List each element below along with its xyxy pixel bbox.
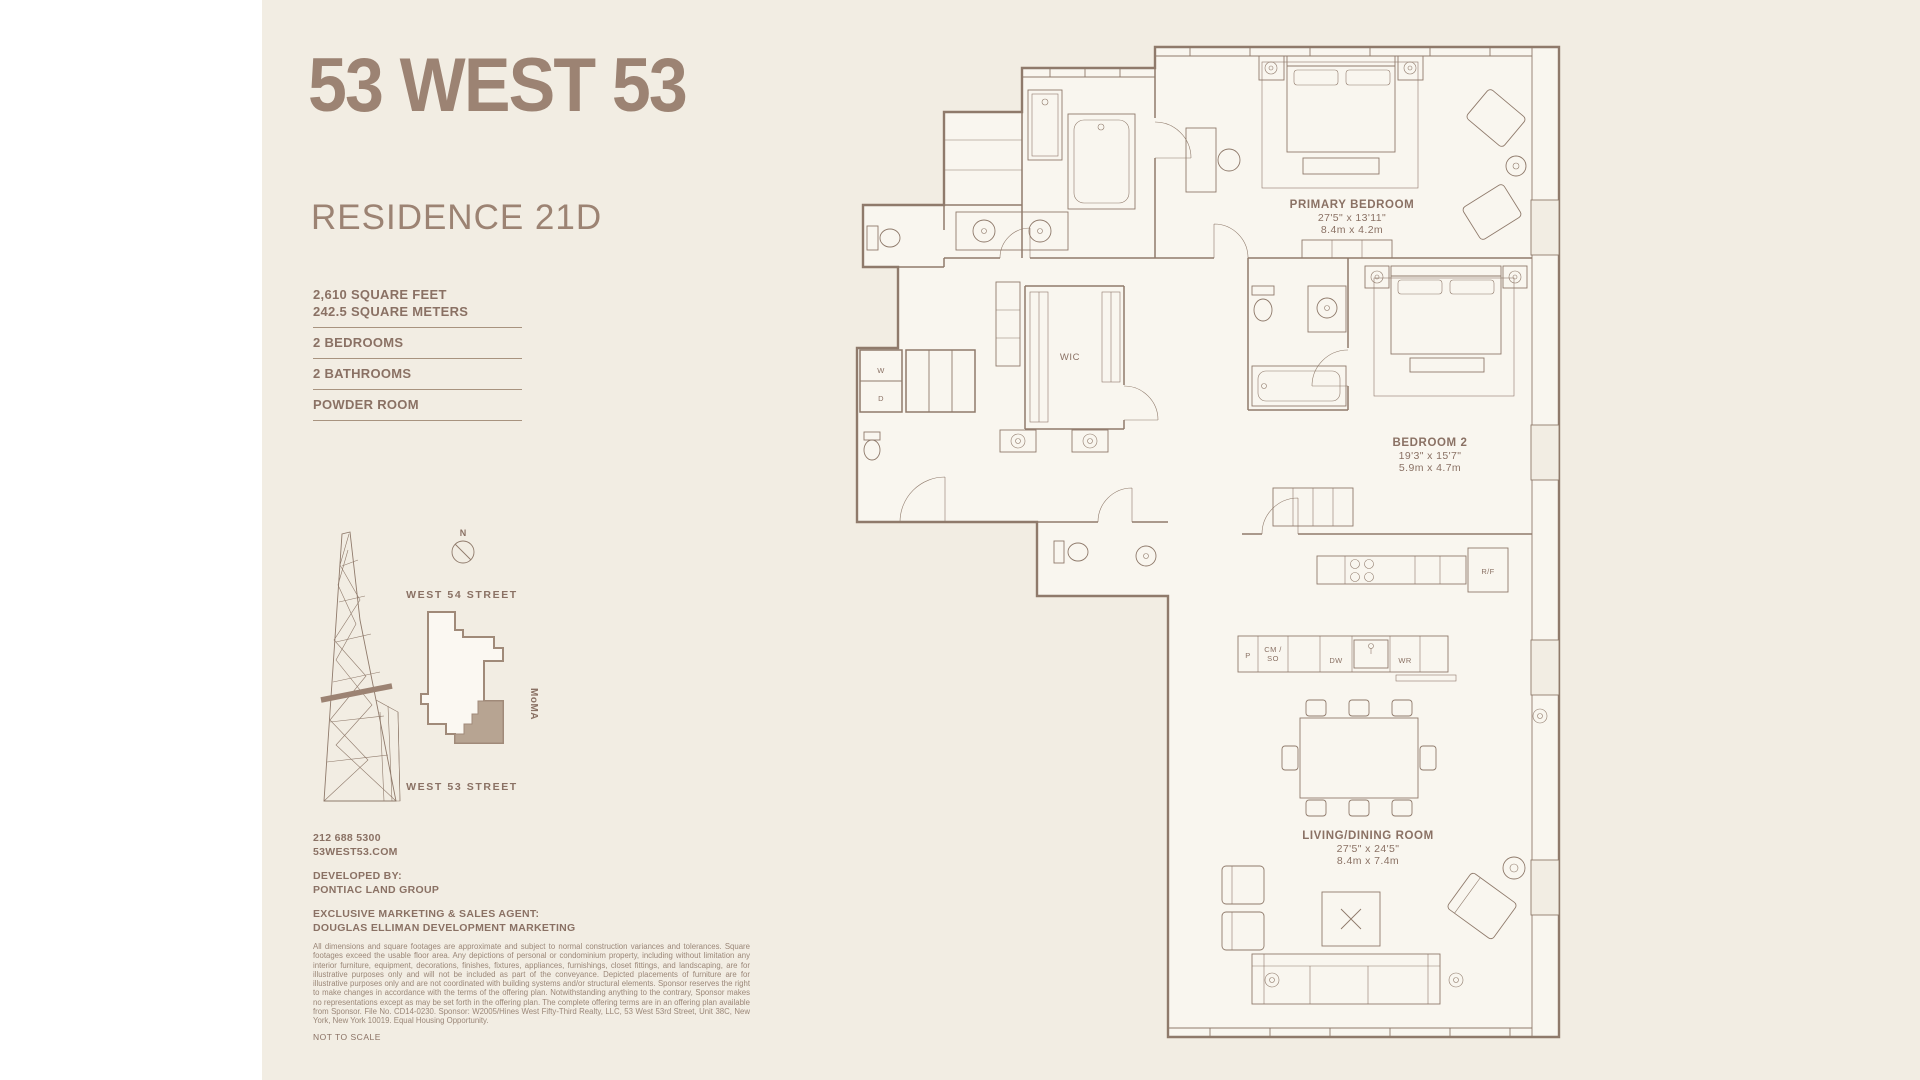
north-arrow: N [451, 528, 475, 564]
wic-label: WIC [1060, 352, 1080, 363]
moma-label: MoMA [528, 688, 539, 720]
keyplan [420, 611, 504, 744]
kitchen: R/F P CM / SO DW WR [1237, 547, 1509, 682]
unit-outline [855, 45, 1561, 1039]
phone-number: 212 688 5300 [313, 832, 381, 844]
dishwasher-label: DW [1329, 656, 1343, 665]
developer-label: DEVELOPED BY: [313, 870, 402, 882]
street-label-west54: WEST 54 STREET [406, 589, 518, 601]
tower-floor-band [320, 683, 393, 703]
fridge-label: R/F [1481, 567, 1494, 576]
coffee-label-line2: SO [1267, 654, 1279, 663]
spec-bedrooms: 2 BEDROOMS [313, 328, 522, 359]
website: 53WEST53.COM [313, 846, 398, 858]
agent-name: DOUGLAS ELLIMAN DEVELOPMENT MARKETING [313, 922, 576, 934]
page-title: RESIDENCE 21D [311, 198, 603, 237]
washer-label: W [877, 366, 885, 375]
dryer-label: D [878, 394, 884, 403]
coffee-label-line1: CM / [1264, 645, 1282, 654]
spec-area-ft: 2,610 SQUARE FEET [313, 287, 447, 302]
floorplan: PRIMARY BEDROOM 27'5" x 13'11" 8.4m x 4.… [855, 45, 1561, 1039]
contact-block: 212 688 5300 53WEST53.COM [313, 831, 398, 859]
primary-bedroom-dim-metric: 8.4m x 4.2m [1321, 224, 1383, 236]
residence-specs: 2,610 SQUARE FEET 242.5 SQUARE METERS 2 … [313, 286, 522, 421]
corridor [863, 429, 1109, 461]
wine-fridge-label: WR [1398, 656, 1411, 665]
scale-note: NOT TO SCALE [313, 1032, 381, 1042]
agent-label: EXCLUSIVE MARKETING & SALES AGENT: [313, 908, 540, 920]
north-label: N [460, 528, 467, 538]
keyplan-residence-highlight [454, 700, 504, 744]
developer-name: PONTIAC LAND GROUP [313, 884, 440, 896]
bathroom-2 [1251, 285, 1347, 407]
doors [899, 121, 1349, 535]
bedroom2-label: BEDROOM 2 [1392, 437, 1467, 449]
spec-powder-room: POWDER ROOM [313, 390, 522, 421]
living-room-dim-metric: 8.4m x 7.4m [1337, 855, 1399, 867]
living-dining-room: LIVING/DINING ROOM 27'5" x 24'5" 8.4m x … [1221, 699, 1548, 1005]
walk-in-closet: WIC [1029, 291, 1121, 423]
bedroom-2: BEDROOM 2 19'3" x 15'7" 5.9m x 4.7m [1272, 265, 1528, 527]
agent-block: EXCLUSIVE MARKETING & SALES AGENT: DOUGL… [313, 907, 576, 935]
bedroom2-dim-imperial: 19'3" x 15'7" [1399, 450, 1462, 462]
tower-illustration [320, 531, 401, 802]
powder-room [1053, 540, 1157, 567]
primary-bedroom-label: PRIMARY BEDROOM [1290, 199, 1415, 211]
spec-area-m: 242.5 SQUARE METERS [313, 304, 469, 319]
pantry-label: P [1245, 651, 1250, 660]
developer-block: DEVELOPED BY: PONTIAC LAND GROUP [313, 869, 439, 897]
locator-block: N WEST 54 STREET MoMA WEST 53 STREET [320, 528, 539, 802]
spec-area: 2,610 SQUARE FEET 242.5 SQUARE METERS [313, 286, 522, 328]
street-label-west53: WEST 53 STREET [406, 781, 518, 793]
primary-bedroom: PRIMARY BEDROOM 27'5" x 13'11" 8.4m x 4.… [1185, 55, 1527, 259]
primary-bath [866, 89, 1136, 251]
legal-disclaimer: All dimensions and square footages are a… [313, 942, 750, 1026]
interior-walls [859, 68, 1532, 535]
spec-bathrooms: 2 BATHROOMS [313, 359, 522, 390]
living-room-label: LIVING/DINING ROOM [1302, 830, 1434, 842]
primary-bedroom-dim-imperial: 27'5" x 13'11" [1318, 212, 1386, 224]
bedroom2-dim-metric: 5.9m x 4.7m [1399, 462, 1461, 474]
window-walls [1022, 47, 1560, 1037]
brand-logo: 53 WEST 53 [308, 43, 688, 128]
living-room-dim-imperial: 27'5" x 24'5" [1337, 843, 1400, 855]
